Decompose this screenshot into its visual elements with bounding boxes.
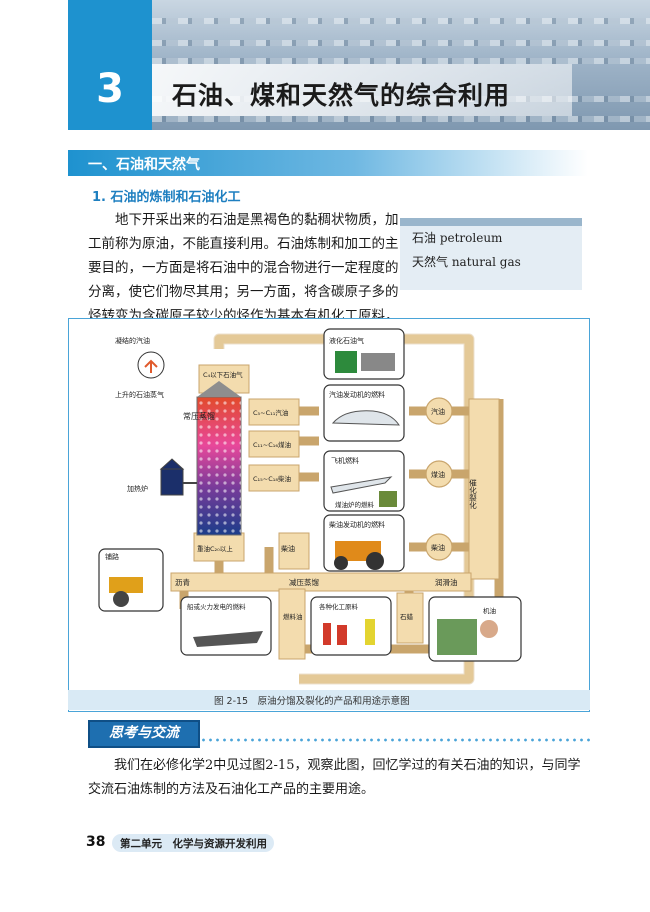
cracking-box [468,398,500,580]
label-c11c16: C₁₁~C₁₆煤油 [253,440,291,449]
label-furnace: 加热炉 [127,484,148,493]
label-tower: 常压蒸馏 [183,411,215,421]
glossary-term: 石油 petroleum [412,231,503,245]
label-c15c18: C₁₅~C₁₈柴油 [253,474,291,483]
label-diesel2: 柴油 [281,544,295,553]
section-bar [68,150,588,176]
discussion-paragraph: 我们在必修化学2中见过图2-15，观察此图，回忆学过的有关石油的知识，与同学交流… [88,754,588,802]
label-machine-oil: 机油 [483,606,496,615]
footer-bar [112,834,274,852]
label-jet-fuel: 飞机燃料 [331,456,359,465]
dotted-divider [200,738,590,742]
chapter-number: 3 [96,66,124,112]
label-wax: 石蜡 [400,612,414,621]
section-title: 一、石油和天然气 [88,157,200,173]
label-lube: 润滑油 [435,577,458,587]
label-vacuum: 减压蒸馏 [289,577,319,587]
refinery-diagram-svg: 凝结的汽油 上升的石油蒸气 加热炉 C₄以下石油气 C₅~C₁₁汽油 C₁₁~C… [98,328,522,685]
road-roller-icon [109,577,143,593]
label-chem: 各种化工原料 [319,602,359,611]
ship-icon [193,631,263,647]
label-c4: C₄以下石油气 [203,370,243,379]
figure-refinery-diagram: 凝结的汽油 上升的石油蒸气 加热炉 C₄以下石油气 C₅~C₁₁汽油 C₁₁~C… [68,318,590,712]
discussion-paragraph-text: 我们在必修化学2中见过图2-15，观察此图，回忆学过的有关石油的知识，与同学交流… [88,758,581,797]
label-rising-vapor: 上升的石油蒸气 [115,390,164,399]
c15c18-box [248,464,300,492]
gas-cylinder-icon [335,351,357,373]
chapter-number-block [68,0,152,130]
page-number: 38 [86,834,106,850]
c11c16-box [248,430,300,458]
glossary-term: 天然气 natural gas [412,255,521,269]
discussion-title-box [88,720,200,748]
label-condensed-vapor: 凝结的汽油 [115,336,150,345]
fuel-oil-box [278,588,306,660]
car-icon [331,410,400,426]
label-diesel: 柴油 [431,543,445,552]
stove-icon [379,491,397,507]
label-ship: 船或火力发电的燃料 [187,602,246,611]
furnace-icon [160,468,184,496]
machine-icon [437,619,477,655]
diesel2-box [278,532,310,570]
footer-unit-text: 第二单元 化学与资源开发利用 [120,838,267,850]
subsection-title: 1. 石油的炼制和石油化工 [92,190,241,205]
label-gasoline: 汽油 [431,407,445,416]
figure-caption: 图 2-15 原油分馏及裂化的产品和用途示意图 [214,696,410,707]
label-fuel-oil: 燃料油 [283,612,303,621]
glossary-box: 石油 petroleum 天然气 natural gas [400,218,582,290]
discussion-title: 思考与交流 [109,725,179,741]
chemicals-icon [323,623,331,645]
label-stove: 煤油炉的燃料 [335,500,375,509]
label-gasoline-engine: 汽油发动机的燃料 [329,390,385,399]
label-heavy-oil: 重油C₂₀以上 [197,544,233,553]
label-c5c11: C₅~C₁₁汽油 [253,408,288,417]
label-kerosene: 煤油 [431,470,445,479]
chapter-title: 石油、煤和天然气的综合利用 [172,81,511,110]
chapter-title-band [152,64,572,116]
c5c11-box [248,398,300,426]
label-diesel-engine: 柴油发动机的燃料 [329,520,385,529]
airplane-icon [330,476,393,494]
label-asphalt: 沥青 [175,577,190,587]
label-paving: 铺路 [105,552,119,561]
vacuum-bar [170,572,472,592]
wax-box [396,592,424,644]
label-lpg: 液化石油气 [329,336,364,345]
label-cracking: 催化裂化 [468,478,477,511]
figure-caption-bar [68,690,590,710]
